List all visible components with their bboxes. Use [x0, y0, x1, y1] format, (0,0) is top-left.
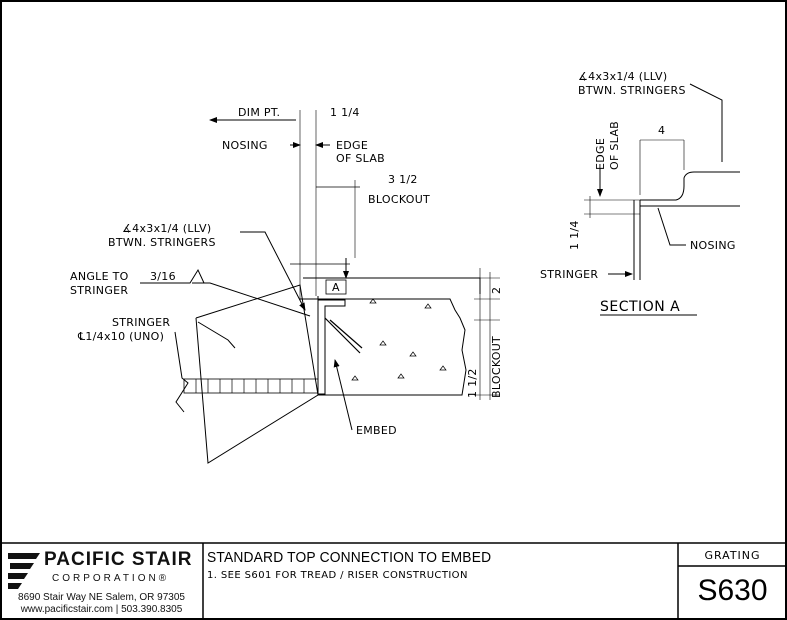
dim-2-label: 2 [490, 287, 503, 294]
section-a-detail [584, 83, 740, 280]
angle-spec-label: ∡4x3x1/4 (LLV) [122, 222, 211, 235]
section-a-dim-4: 4 [658, 124, 665, 137]
stringer-label: STRINGER [112, 316, 170, 329]
section-a-of-slab-label: OF SLAB [608, 121, 621, 170]
section-a-btwn-label: BTWN. STRINGERS [578, 84, 686, 97]
stringer-size-label: ℄1/4x10 (UNO) [77, 330, 164, 343]
blockout-label: BLOCKOUT [368, 193, 430, 206]
section-a-labels: ∡4x3x1/4 (LLV) BTWN. STRINGERS EDGE OF S… [540, 70, 736, 315]
concrete-hatch [351, 298, 447, 381]
dim-pt-label: DIM PT. [238, 106, 280, 119]
angle-to-label: ANGLE TO [70, 270, 129, 283]
drawing-note: 1. SEE S601 FOR TREAD / RISER CONSTRUCTI… [207, 570, 468, 581]
nosing-label: NOSING [222, 139, 268, 152]
title-block-grid [1, 542, 786, 619]
weld-symbol [140, 268, 205, 284]
of-slab-label: OF SLAB [336, 152, 385, 165]
section-a-stringer-label: STRINGER [540, 268, 598, 281]
detail-labels: DIM PT. 1 1/4 NOSING EDGE OF SLAB 3 1/2 … [70, 106, 503, 437]
edge-label: EDGE [336, 139, 368, 152]
blockout-vertical-label: BLOCKOUT [490, 336, 503, 398]
company-contact: www.pacificstair.com | 503.390.8305 [20, 604, 183, 615]
company-logo-icon [8, 553, 40, 589]
dim-1-1-4-label: 1 1/4 [330, 106, 360, 119]
company-address: 8690 Stair Way NE Salem, OR 97305 [18, 592, 185, 603]
sheet-number: S630 [697, 574, 768, 607]
section-a-dim-1-1-4: 1 1/4 [568, 220, 581, 250]
weld-size-label: 3/16 [150, 270, 176, 283]
company-name: PACIFIC STAIR [44, 549, 193, 570]
stringer-weld-label: STRINGER [70, 284, 128, 297]
embed-label: EMBED [356, 424, 397, 437]
btwn-stringers-label: BTWN. STRINGERS [108, 236, 216, 249]
section-a-nosing-label: NOSING [690, 239, 736, 252]
drawing-title: STANDARD TOP CONNECTION TO EMBED [207, 549, 492, 566]
section-a-edge-label: EDGE [594, 138, 607, 170]
section-a-angle-label: ∡4x3x1/4 (LLV) [578, 70, 667, 83]
main-detail [174, 110, 500, 464]
section-a-title: SECTION A [600, 299, 680, 315]
dim-3-1-2-label: 3 1/2 [388, 173, 418, 186]
company-subtitle: CORPORATION® [52, 573, 170, 584]
drawing-category: GRATING [704, 549, 761, 562]
dim-1-1-2-label: 1 1/2 [466, 368, 479, 398]
section-tag: A [332, 281, 340, 294]
